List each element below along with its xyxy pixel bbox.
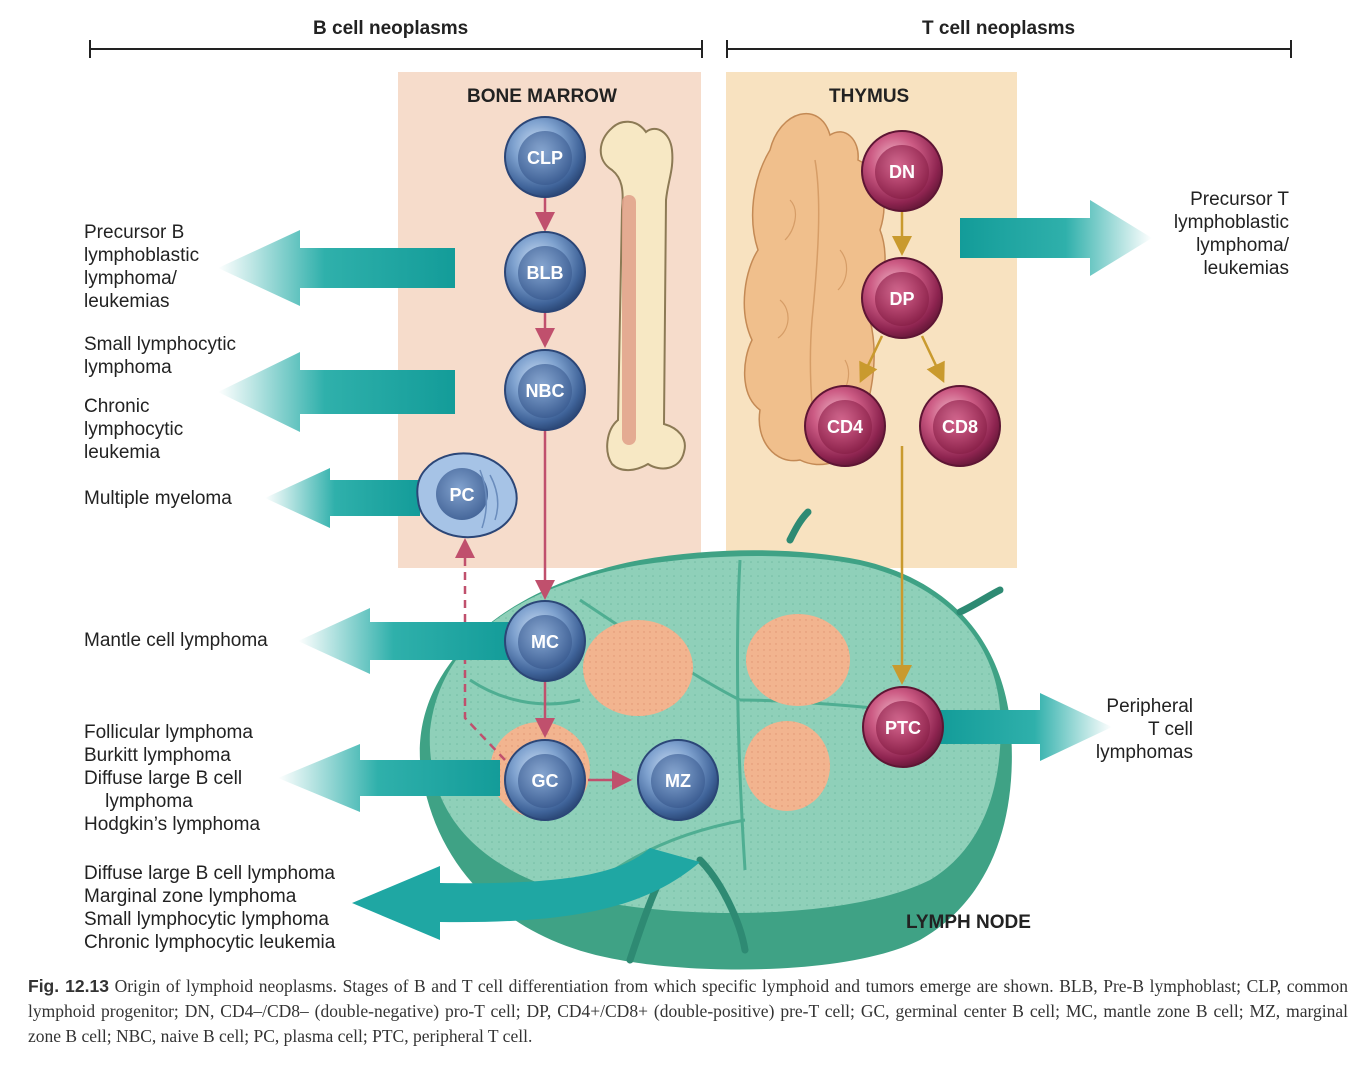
b-cells	[416, 116, 719, 821]
t-cell-header: T cell neoplasms	[922, 18, 1076, 39]
cell-blb	[504, 231, 586, 313]
cell-pc	[416, 452, 518, 539]
bone-marrow-label: BONE MARROW	[467, 86, 617, 107]
bone-icon	[599, 120, 686, 471]
cell-dn	[861, 130, 943, 212]
arrow-pc	[265, 468, 420, 528]
cell-mc	[504, 600, 586, 682]
chronic-lymphocytic-label: Chronic lymphocytic leukemia	[84, 396, 184, 463]
arrow-gc	[278, 744, 500, 812]
label-cd4: CD4	[827, 417, 863, 437]
neoplasm-arrows	[218, 200, 1152, 940]
cell-cd8	[919, 385, 1001, 467]
t-cells	[804, 130, 1001, 768]
multiple-myeloma-label: Multiple myeloma	[84, 488, 232, 509]
peripheral-t-label: Peripheral T cell lymphomas	[1095, 696, 1193, 763]
precursor-b-label: Precursor B lymphoblastic lymphoma/ leuk…	[84, 222, 200, 312]
b-cell-arrows	[455, 196, 632, 790]
t-cell-bracket	[726, 40, 1292, 58]
arrow-mc	[298, 608, 510, 674]
label-mz: MZ	[665, 771, 691, 791]
t-cell-arrows	[859, 210, 945, 685]
germinal-center-neoplasms-label: Follicular lymphoma Burkitt lymphoma Dif…	[84, 722, 261, 835]
cell-nbc	[504, 349, 586, 431]
b-cell-header: B cell neoplasms	[313, 18, 469, 39]
label-gc: GC	[532, 771, 559, 791]
arrow-precursor-t	[960, 200, 1152, 276]
label-dn: DN	[889, 162, 915, 182]
caption-text: Origin of lymphoid neoplasms. Stages of …	[28, 976, 1348, 1046]
b-cell-bracket	[89, 40, 703, 58]
cell-gc	[504, 739, 586, 821]
label-blb: BLB	[527, 263, 564, 283]
arrow-precursor-b	[218, 230, 455, 306]
cell-ptc	[862, 686, 944, 768]
cell-cd4	[804, 385, 886, 467]
lymph-node-label: LYMPH NODE	[906, 912, 1031, 933]
arrow-mz	[352, 848, 700, 940]
arrow-nbc	[218, 352, 455, 432]
label-mc: MC	[531, 632, 559, 652]
label-cd8: CD8	[942, 417, 978, 437]
thymus-label: THYMUS	[829, 86, 910, 107]
label-clp: CLP	[527, 148, 563, 168]
figure-caption: Fig. 12.13 Origin of lymphoid neoplasms.…	[28, 974, 1348, 1049]
precursor-t-label: Precursor T lymphoblastic lymphoma/ leuk…	[1173, 189, 1289, 279]
small-lymphocytic-label: Small lymphocytic lymphoma	[84, 334, 237, 378]
marginal-zone-neoplasms-label: Diffuse large B cell lymphoma Marginal z…	[84, 863, 336, 953]
label-nbc: NBC	[526, 381, 565, 401]
mantle-cell-label: Mantle cell lymphoma	[84, 630, 268, 651]
label-dp: DP	[889, 289, 914, 309]
caption-label: Fig. 12.13	[28, 976, 109, 996]
cell-clp	[504, 116, 586, 198]
cell-dp	[861, 257, 943, 339]
cell-mz	[637, 739, 719, 821]
label-ptc: PTC	[885, 718, 921, 738]
cell-labels: CLP BLB NBC PC MC GC MZ DN DP CD4 CD8 PT…	[449, 148, 978, 791]
label-pc: PC	[449, 485, 474, 505]
arrow-ptc	[940, 693, 1112, 761]
